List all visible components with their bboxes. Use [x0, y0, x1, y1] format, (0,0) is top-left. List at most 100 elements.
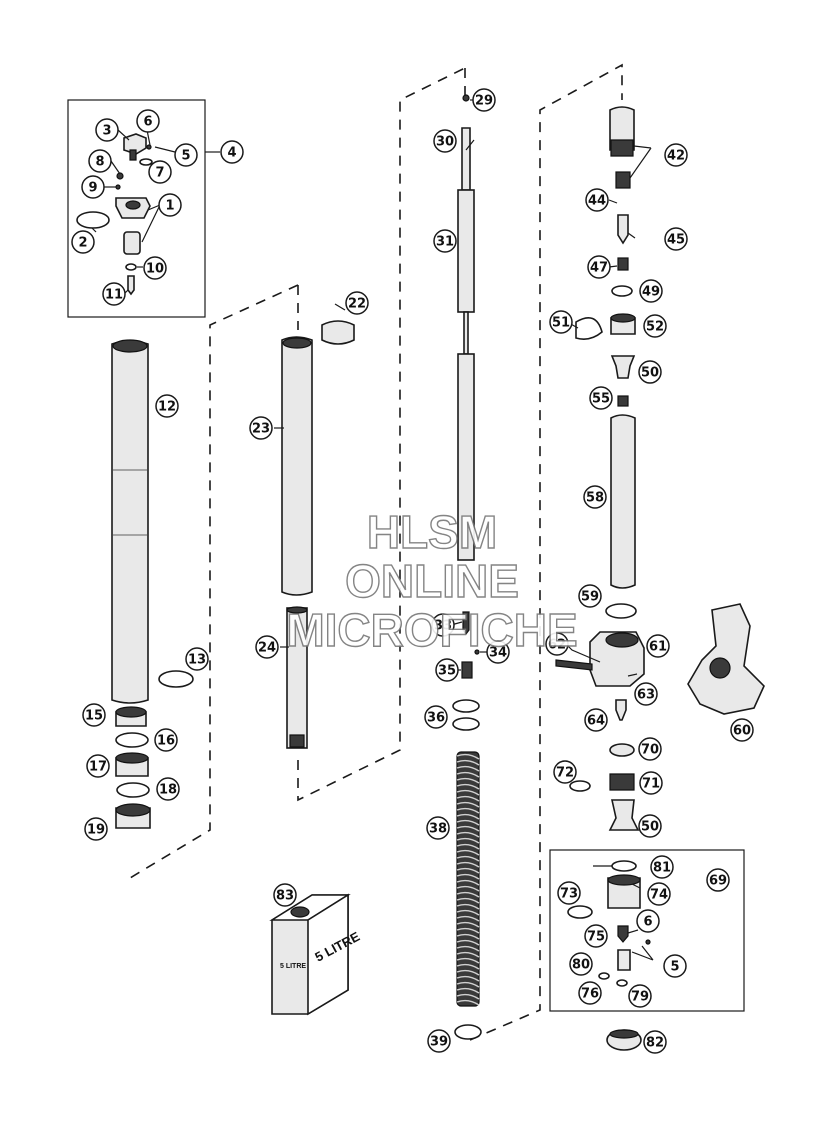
callout-number: 6 — [143, 115, 152, 130]
small-ball-part — [474, 649, 480, 655]
callout-number: 59 — [581, 590, 599, 605]
callout-number: 17 — [89, 760, 107, 775]
callout-number: 12 — [158, 400, 176, 415]
callout-number: 69 — [709, 874, 727, 889]
callout-number: 49 — [642, 285, 660, 300]
callout-39: 39 — [427, 1029, 451, 1053]
callout-number: 73 — [560, 887, 578, 902]
callout-72: 72 — [553, 760, 577, 784]
callout-circle — [82, 703, 106, 727]
cartridge-tube-top — [286, 606, 308, 614]
callout-circle — [156, 777, 180, 801]
spring-coil — [456, 837, 480, 844]
callout-number: 75 — [587, 930, 605, 945]
callout-circle — [569, 952, 593, 976]
callout-15: 15 — [82, 703, 106, 727]
callout-51: 51 — [549, 310, 573, 334]
snap-ring-part — [158, 670, 194, 688]
oring-small-part — [139, 158, 153, 166]
spring-coil — [456, 945, 480, 952]
callout-number: 16 — [157, 734, 175, 749]
callout-31: 31 — [433, 229, 457, 253]
callout-3: 3 — [95, 118, 119, 142]
piston-valve-part — [462, 611, 470, 635]
stop-nut-part — [617, 395, 629, 407]
spring-coil — [456, 999, 480, 1006]
callout-circle — [345, 291, 369, 315]
callout-42: 42 — [664, 143, 688, 167]
ball-part — [146, 144, 152, 150]
callout-69: 69 — [706, 868, 730, 892]
callout-38: 38 — [426, 816, 450, 840]
callout-circle — [647, 882, 671, 906]
watermark-line-1: HLSM — [367, 506, 497, 558]
callout-circle — [427, 1029, 451, 1053]
callout-18: 18 — [156, 777, 180, 801]
axle-clamp-bore — [605, 632, 639, 648]
adjuster-screw-part — [123, 133, 147, 155]
callout-19: 19 — [84, 817, 108, 841]
spring-group — [454, 751, 482, 1040]
oil-can-side-label: 5 LITRE — [280, 963, 306, 970]
cap-oring-part — [76, 211, 110, 229]
watermark-line-3: MICROFICHE — [286, 604, 577, 656]
callout-30: 30 — [433, 129, 457, 153]
bump-rubber-part — [610, 355, 636, 379]
callout-36: 36 — [424, 705, 448, 729]
callout-circle — [433, 229, 457, 253]
callout-circle — [730, 718, 754, 742]
watermark-line-2: ONLINE — [345, 555, 519, 607]
callout-circle — [636, 909, 660, 933]
spring-coil — [456, 933, 480, 940]
callout-17: 17 — [86, 754, 110, 778]
callout-circle — [643, 314, 667, 338]
callout-circle — [639, 771, 663, 795]
bushing-cap-top — [610, 313, 636, 323]
callout-circle — [545, 632, 569, 656]
shim-81-part — [611, 860, 637, 872]
spring-coil — [456, 879, 480, 886]
callout-circle — [584, 924, 608, 948]
spring-clip-part — [454, 1024, 482, 1040]
base-valve-kit-frame — [549, 849, 745, 1012]
callout-number: 52 — [646, 320, 664, 335]
callout-circle — [154, 728, 178, 752]
cartridge-top-kit-frame — [67, 99, 206, 318]
callout-circle — [486, 640, 510, 664]
spring-coil — [456, 963, 480, 970]
cartridge-cap-part — [609, 106, 635, 151]
callout-number: 61 — [649, 640, 667, 655]
check-spring-part — [615, 171, 631, 189]
callout-number: 18 — [159, 783, 177, 798]
spring-coil — [456, 885, 480, 892]
inner-tube-group — [281, 320, 355, 749]
spring-coil — [456, 783, 480, 790]
outer-tube-part — [111, 340, 149, 704]
callout-76: 76 — [578, 981, 602, 1005]
watermark: HLSM ONLINE MICROFICHE — [286, 505, 579, 656]
callout-number: 7 — [155, 166, 164, 181]
damper-rod-group — [452, 94, 480, 731]
callout-number: 80 — [572, 958, 590, 973]
stop-ring-part — [115, 732, 149, 748]
callout-number: 2 — [78, 236, 87, 251]
oring-73-part — [567, 905, 593, 919]
bottom-cap-group — [606, 1029, 642, 1051]
callout-number: 60 — [733, 724, 751, 739]
callout-number: 62 — [548, 638, 566, 653]
oil-can-side — [307, 893, 349, 1016]
callout-number: 15 — [85, 709, 103, 724]
callout-number: 30 — [436, 135, 454, 150]
callout-number: 6 — [643, 915, 652, 930]
callout-number: 71 — [642, 777, 660, 792]
callout-74: 74 — [647, 882, 671, 906]
callout-number: 63 — [637, 688, 655, 703]
callout-circle — [638, 737, 662, 761]
callout-number: 29 — [475, 94, 493, 109]
outer-tube-group — [111, 339, 194, 829]
oil-can-spout — [290, 906, 310, 918]
spring-coil — [456, 765, 480, 772]
oil-seal-top — [115, 752, 149, 764]
callout-number: 82 — [646, 1036, 664, 1051]
callout-circle — [255, 635, 279, 659]
